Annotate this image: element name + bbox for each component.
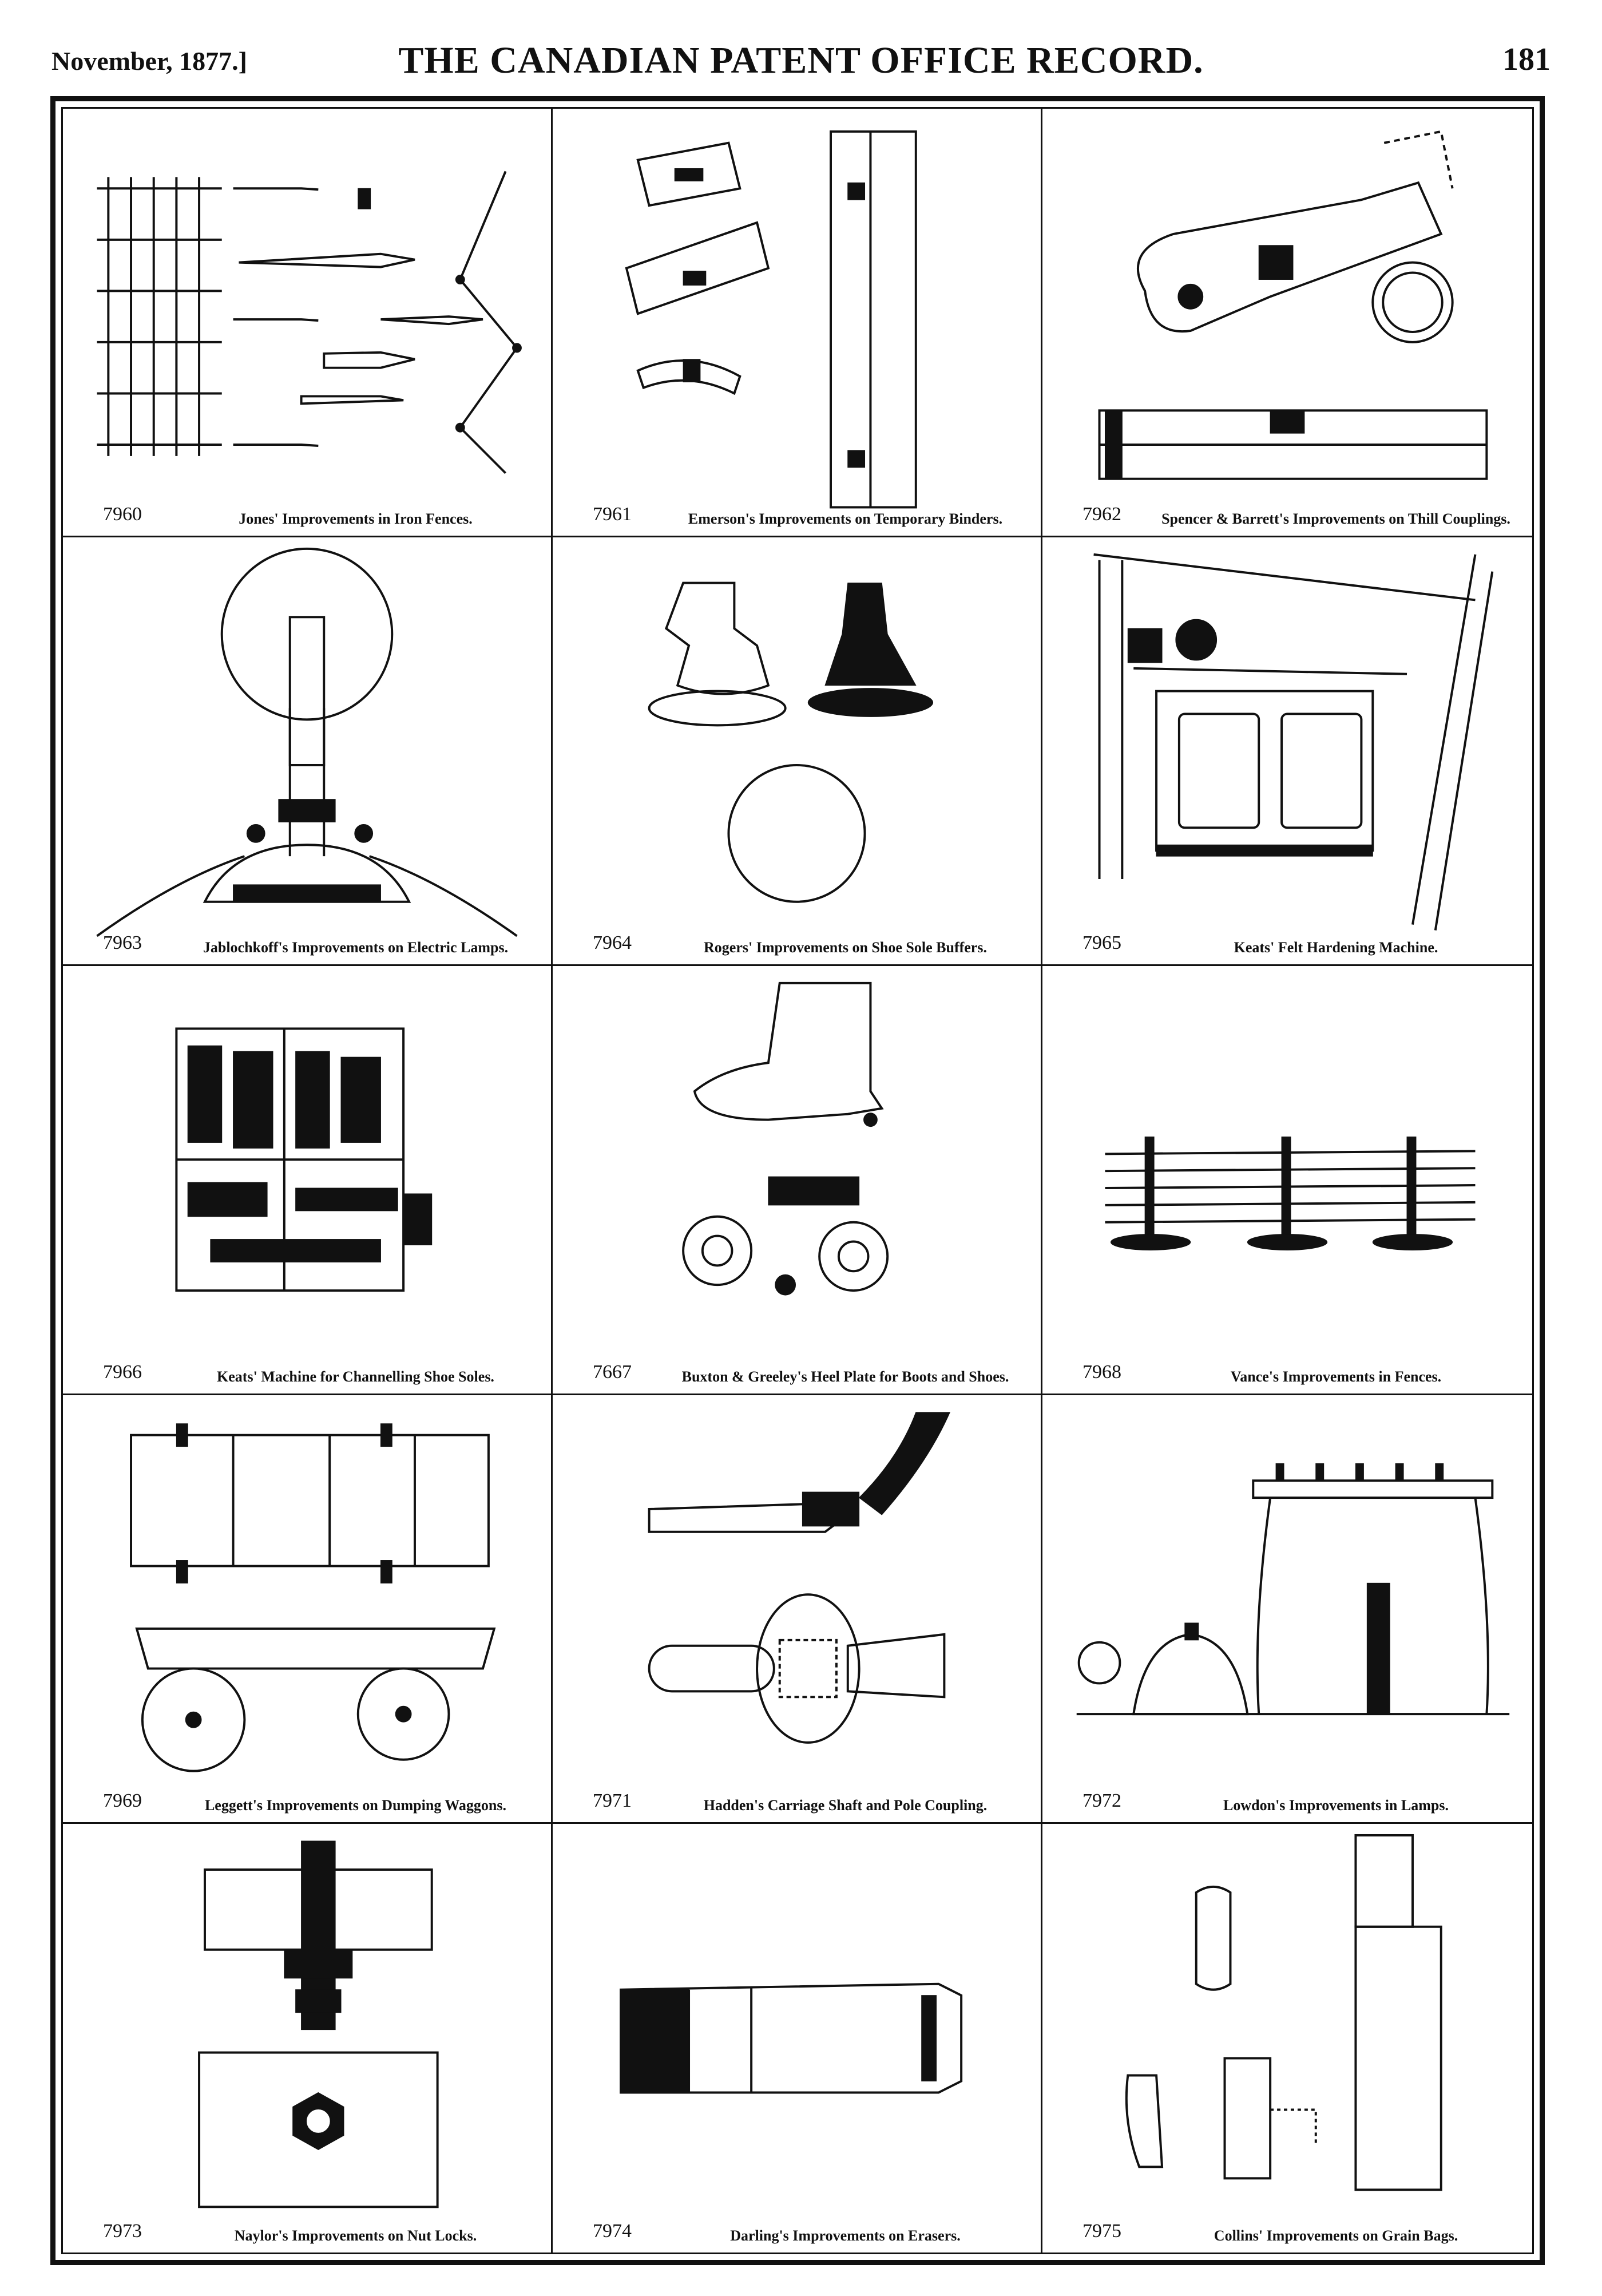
- patent-title: Vance's Improvements in Fences.: [1230, 1368, 1442, 1385]
- publication-title: THE CANADIAN PATENT OFFICE RECORD.: [398, 39, 1204, 81]
- patent-title: Lowdon's Improvements in Lamps.: [1223, 1796, 1449, 1814]
- patent-cell-7960: 7960 Jones' Improvements in Iron Fences.: [63, 109, 553, 538]
- patent-cell-7965: 7965 Keats' Felt Hardening Machine.: [1042, 537, 1532, 967]
- patent-number: 7974: [593, 2220, 632, 2242]
- patent-number: 7972: [1082, 1790, 1121, 1811]
- patent-cell-7974: 7974 Darling's Improvements on Erasers.: [553, 1823, 1042, 2253]
- patent-cell-7962: 7962 Spencer & Barrett's Improvements on…: [1042, 109, 1532, 538]
- patent-number: 7962: [1082, 504, 1121, 525]
- patent-cell-7975: 7975 Collins' Improvements on Grain Bags…: [1042, 1824, 1532, 2253]
- page-number: 181: [1502, 42, 1551, 77]
- patent-title: Jones' Improvements in Iron Fences.: [239, 510, 473, 528]
- issue-date: November, 1877.]: [51, 46, 247, 76]
- patent-number: 7971: [593, 1790, 632, 1811]
- patent-title: Collins' Improvements on Grain Bags.: [1214, 2227, 1458, 2244]
- channelling-machine-drawing: [175, 1027, 433, 1292]
- electric-lamp-drawing: [96, 548, 518, 937]
- patent-title: Buxton & Greeley's Heel Plate for Boots …: [681, 1368, 1009, 1385]
- patent-cell-7972: 7972 Lowdon's Improvements in Lamps.: [1042, 1395, 1532, 1824]
- thill-coupling-drawing: [1098, 130, 1488, 480]
- patent-number: 7969: [103, 1790, 142, 1811]
- patent-plate-frame: 7960 Jones' Improvements in Iron Fences.: [50, 96, 1545, 2265]
- patent-number: 7961: [593, 504, 632, 525]
- patent-title: Hadden's Carriage Shaft and Pole Couplin…: [703, 1796, 988, 1814]
- patent-title: Keats' Felt Hardening Machine.: [1234, 939, 1438, 956]
- patent-cell-7973: 7973 Naylor's Improvements on Nut Locks.: [63, 1823, 553, 2253]
- patent-cell-7966: 7966 Keats' Machine for Channelling Shoe…: [63, 966, 553, 1395]
- patent-number: 7960: [103, 504, 142, 525]
- patent-title: Spencer & Barrett's Improvements on Thil…: [1161, 510, 1510, 528]
- nut-lock-drawing: [198, 1840, 439, 2208]
- grain-bag-drawing: [1125, 1834, 1442, 2191]
- patent-number: 7973: [103, 2220, 142, 2242]
- patent-cell-7963: 7963 Jablochkoff's Improvements on Elect…: [63, 537, 553, 967]
- patent-title: Naylor's Improvements on Nut Locks.: [234, 2227, 477, 2244]
- shaft-pole-coupling-drawing: [648, 1411, 951, 1744]
- patent-cell-7961: 7961 Emerson's Improvements on Temporary…: [553, 109, 1042, 538]
- fence-drawing: [1105, 1137, 1476, 1251]
- patent-number: 7667: [593, 1361, 632, 1383]
- temporary-binder-drawing: [625, 130, 917, 509]
- patent-title: Emerson's Improvements on Temporary Bind…: [688, 510, 1003, 528]
- patent-grid: 7960 Jones' Improvements in Iron Fences.: [63, 109, 1532, 2253]
- heel-plate-drawing: [682, 982, 889, 1296]
- dumping-waggon-drawing: [130, 1423, 496, 1772]
- patent-number: 7963: [103, 932, 142, 954]
- eraser-drawing: [620, 1982, 963, 2094]
- patent-title: Leggett's Improvements on Dumping Waggon…: [204, 1796, 507, 1814]
- patent-number: 7968: [1082, 1361, 1121, 1383]
- patent-number: 7964: [593, 932, 632, 954]
- page-header: November, 1877.] THE CANADIAN PATENT OFF…: [51, 39, 1551, 90]
- patent-cell-7667: 7667 Buxton & Greeley's Heel Plate for B…: [553, 966, 1042, 1395]
- iron-fence-drawing: [97, 171, 522, 474]
- patent-cell-7969: 7969 Leggett's Improvements on Dumping W…: [63, 1395, 553, 1824]
- lamp-drawing: [1076, 1463, 1510, 1715]
- patent-title: Rogers' Improvements on Shoe Sole Buffer…: [704, 939, 987, 956]
- patent-title: Jablochkoff's Improvements on Electric L…: [203, 939, 509, 956]
- patent-number: 7975: [1082, 2220, 1121, 2242]
- patent-cell-7964: 7964 Rogers' Improvements on Shoe Sole B…: [553, 537, 1042, 967]
- patent-cell-7971: 7971 Hadden's Carriage Shaft and Pole Co…: [553, 1395, 1042, 1824]
- shoe-sole-buffer-drawing: [648, 581, 934, 903]
- patent-number: 7965: [1082, 932, 1121, 954]
- patent-number: 7966: [103, 1361, 142, 1383]
- patent-title: Keats' Machine for Channelling Shoe Sole…: [217, 1368, 494, 1385]
- patent-title: Darling's Improvements on Erasers.: [730, 2227, 961, 2244]
- patent-cell-7968: 7968 Vance's Improvements in Fences.: [1042, 966, 1532, 1395]
- felt-hardening-machine-drawing: [1093, 553, 1494, 931]
